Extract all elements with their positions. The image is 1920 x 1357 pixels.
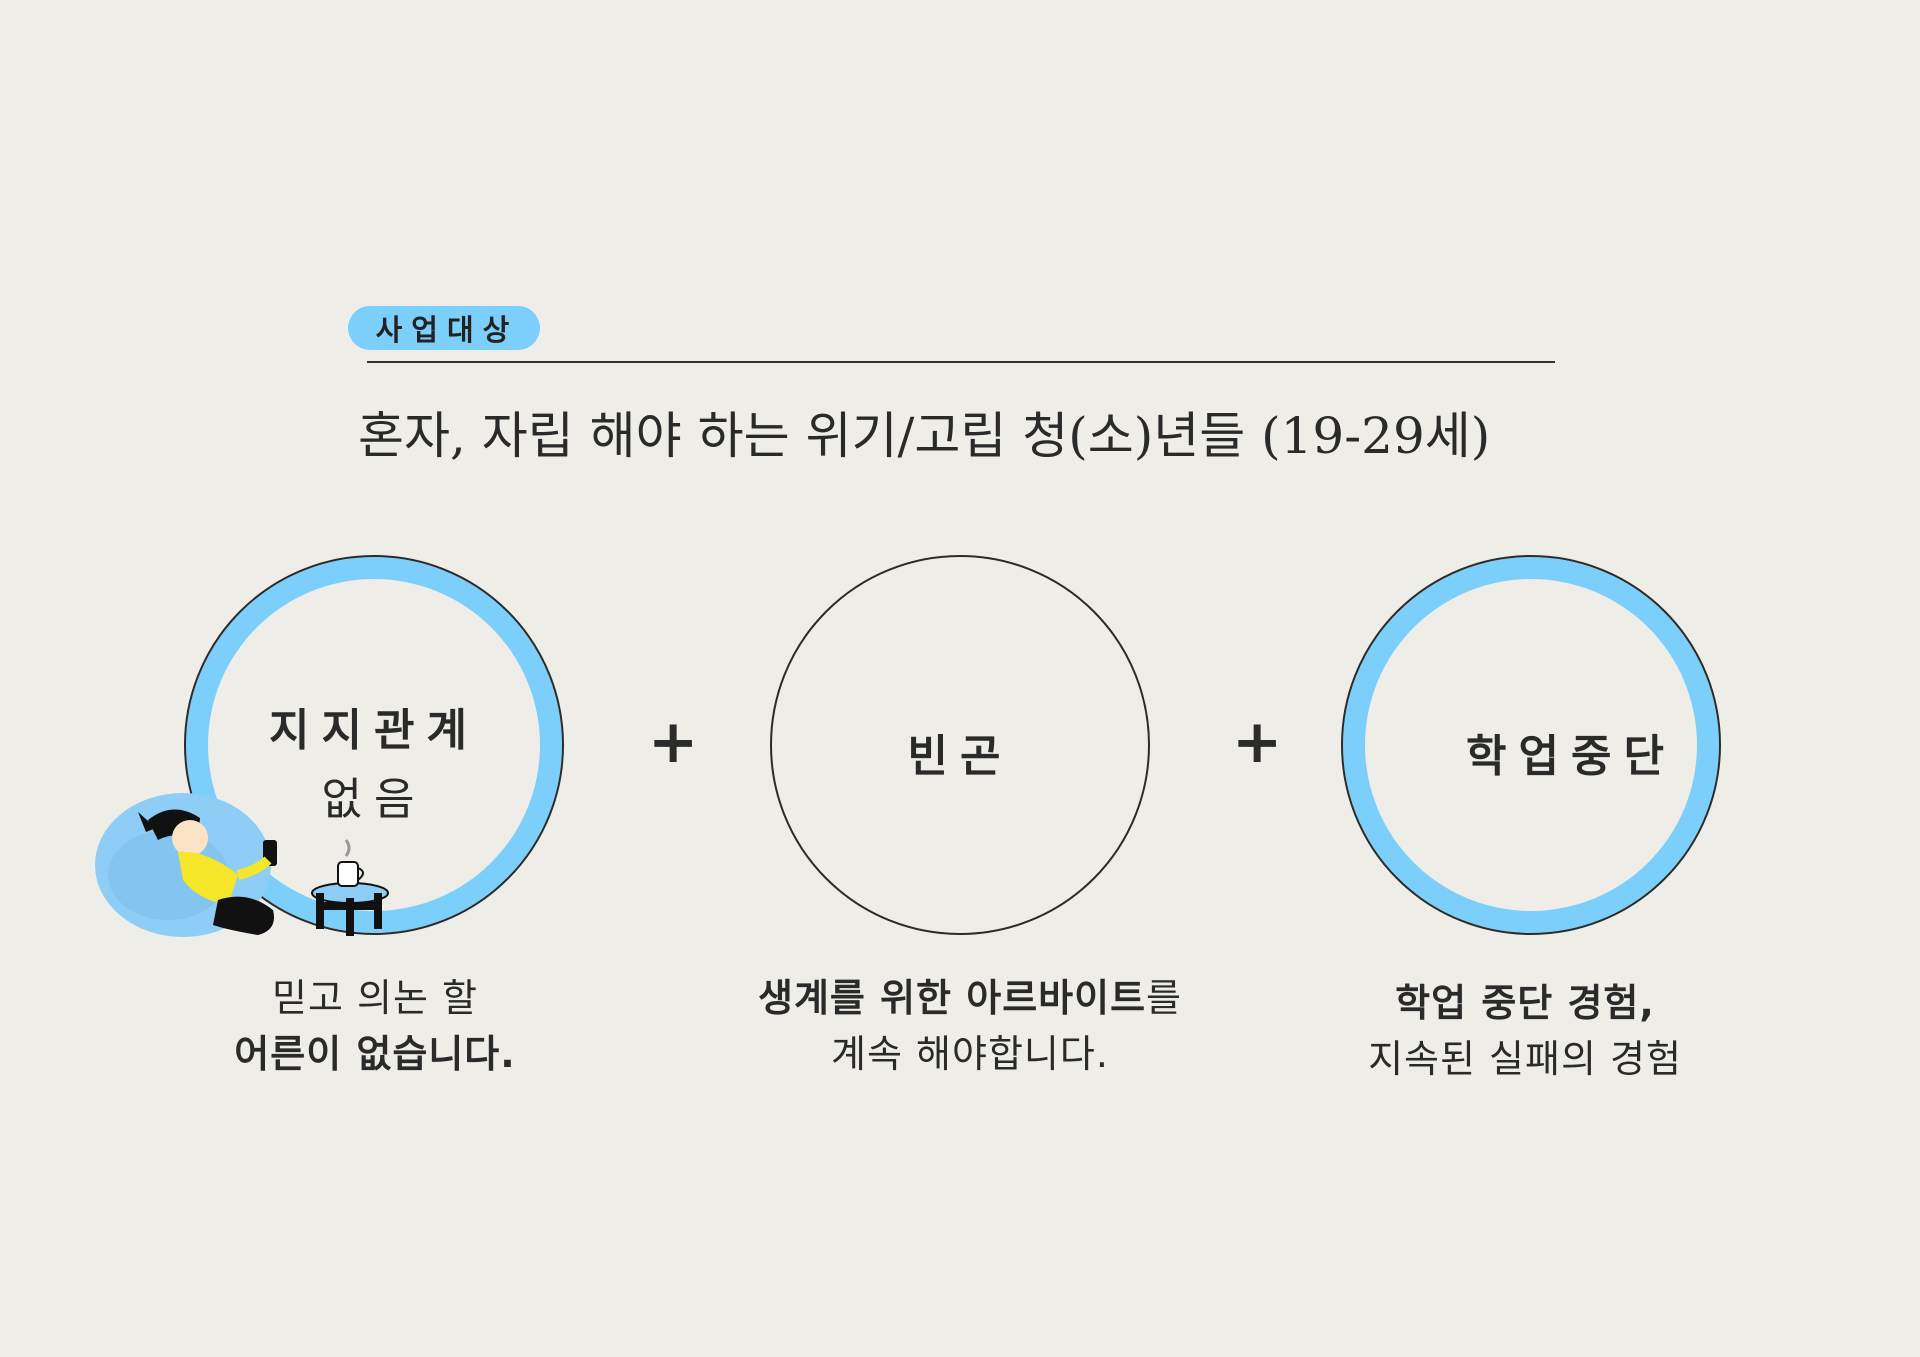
dropout-caption-line1: 학업 중단 경험,	[1395, 981, 1655, 1025]
section-badge: 사업대상	[348, 306, 540, 350]
dropout-caption: 학업 중단 경험, 지속된 실패의 경험	[1320, 975, 1730, 1087]
face	[172, 820, 208, 856]
divider	[367, 361, 1555, 363]
plus-icon: +	[648, 707, 699, 777]
support-caption-line1: 믿고 의논 할	[272, 976, 478, 1020]
support-subtitle: 없음	[321, 774, 427, 825]
body-yellow	[178, 851, 238, 905]
poverty-caption: 생계를 위한 아르바이트를 계속 해야합니다.	[700, 970, 1240, 1082]
support-caption-line2: 어른이 없습니다.	[234, 1032, 516, 1076]
mug	[337, 861, 359, 887]
support-caption: 믿고 의논 할 어른이 없습니다.	[180, 970, 570, 1082]
poverty-caption-bold: 생계를 위한 아르바이트	[757, 976, 1147, 1020]
support-title: 지지관계	[269, 705, 479, 756]
dropout-title: 학업중단	[1466, 731, 1676, 782]
poverty-title: 빈곤	[907, 731, 1013, 782]
dropout-circle: 학업중단	[1341, 555, 1721, 935]
poverty-circle: 빈곤	[770, 555, 1150, 935]
support-circle: 지지관계 없음	[184, 555, 564, 935]
poverty-caption-rest: 를	[1146, 976, 1183, 1020]
poverty-caption-line1: 생계를 위한 아르바이트를	[700, 970, 1240, 1026]
dropout-caption-line2: 지속된 실패의 경험	[1368, 1037, 1682, 1081]
plus-icon: +	[1232, 707, 1283, 777]
poverty-caption-line2: 계속 해야합니다.	[831, 1032, 1109, 1076]
person-on-beanbag-illustration	[95, 793, 389, 937]
page-title: 혼자, 자립 해야 하는 위기/고립 청(소)년들 (19-29세)	[358, 407, 1491, 465]
legs	[213, 896, 274, 935]
